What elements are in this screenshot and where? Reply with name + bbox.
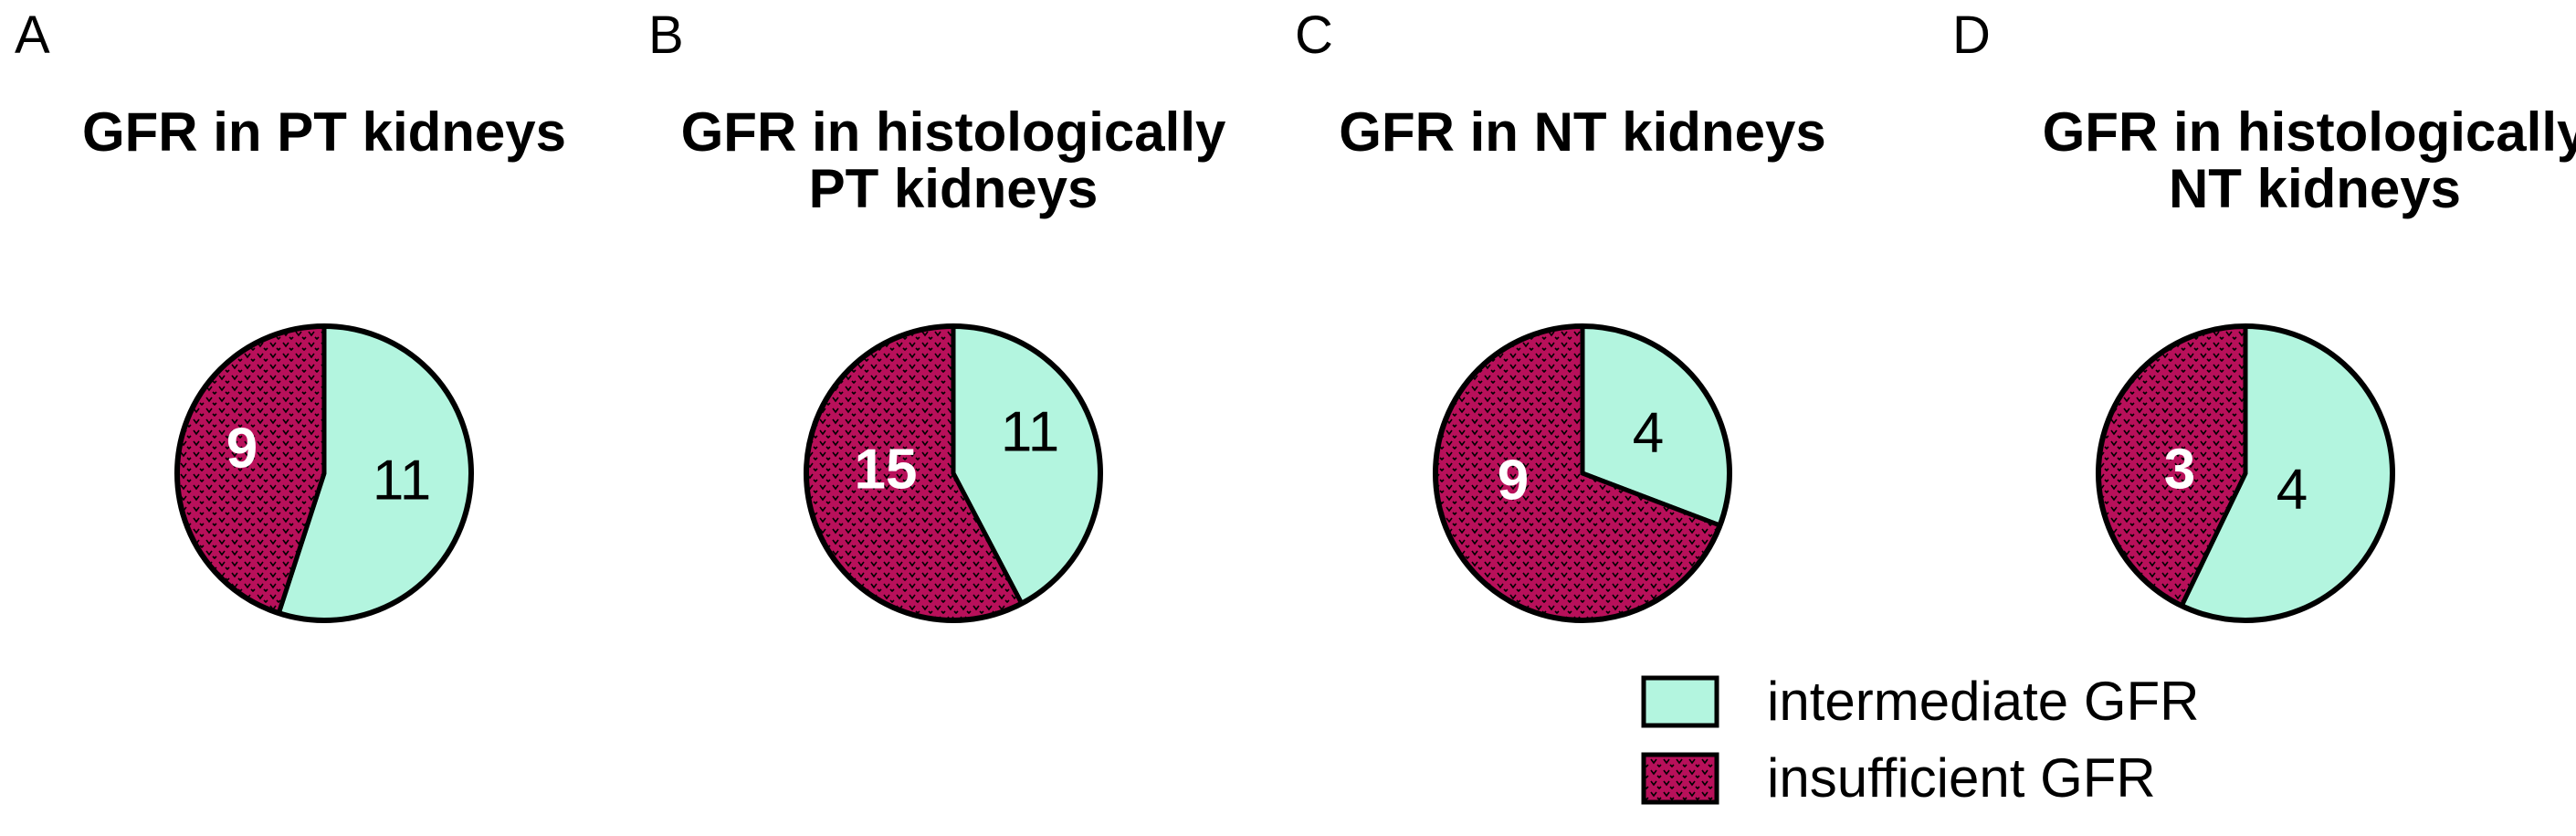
panel-letter: B — [648, 5, 684, 65]
legend-swatch-insufficient — [1641, 752, 1719, 805]
pie-outline — [804, 323, 1103, 623]
chart-title: PT kidneys — [809, 158, 1099, 219]
slice-value-label: 9 — [226, 417, 258, 480]
panel-letter: A — [15, 5, 50, 65]
pie-outline — [2096, 323, 2395, 623]
legend: intermediate GFR insufficient GFR — [1641, 671, 2200, 809]
pie-outline — [1433, 323, 1732, 623]
chart-title: GFR in NT kidneys — [1339, 101, 1825, 163]
slice-value-label: 3 — [2164, 438, 2195, 501]
legend-label-insufficient: insufficient GFR — [1767, 747, 2156, 809]
slice-value-label: 4 — [1633, 401, 1664, 464]
legend-label-intermediate: intermediate GFR — [1767, 671, 2200, 732]
slice-value-label: 11 — [1001, 400, 1059, 463]
chart-title: GFR in PT kidneys — [82, 101, 566, 163]
slice-value-label: 11 — [373, 449, 431, 512]
slice-value-label: 9 — [1498, 449, 1529, 512]
chart-title: GFR in histologically — [681, 101, 1226, 163]
legend-swatch-intermediate — [1641, 675, 1719, 728]
panel-a: A GFR in PT kidneys 11 9 — [15, 5, 566, 623]
panel-letter: C — [1295, 5, 1333, 65]
chart-title: GFR in histologically — [2043, 101, 2576, 163]
panel-letter: D — [1952, 5, 1991, 65]
panels: A GFR in PT kidneys 11 9 B GFR in histologica… — [15, 5, 2576, 623]
slice-value-label: 4 — [2276, 458, 2308, 521]
slice-value-label: 15 — [855, 438, 918, 501]
chart-title: NT kidneys — [2169, 158, 2461, 219]
pie-outline — [174, 323, 474, 623]
